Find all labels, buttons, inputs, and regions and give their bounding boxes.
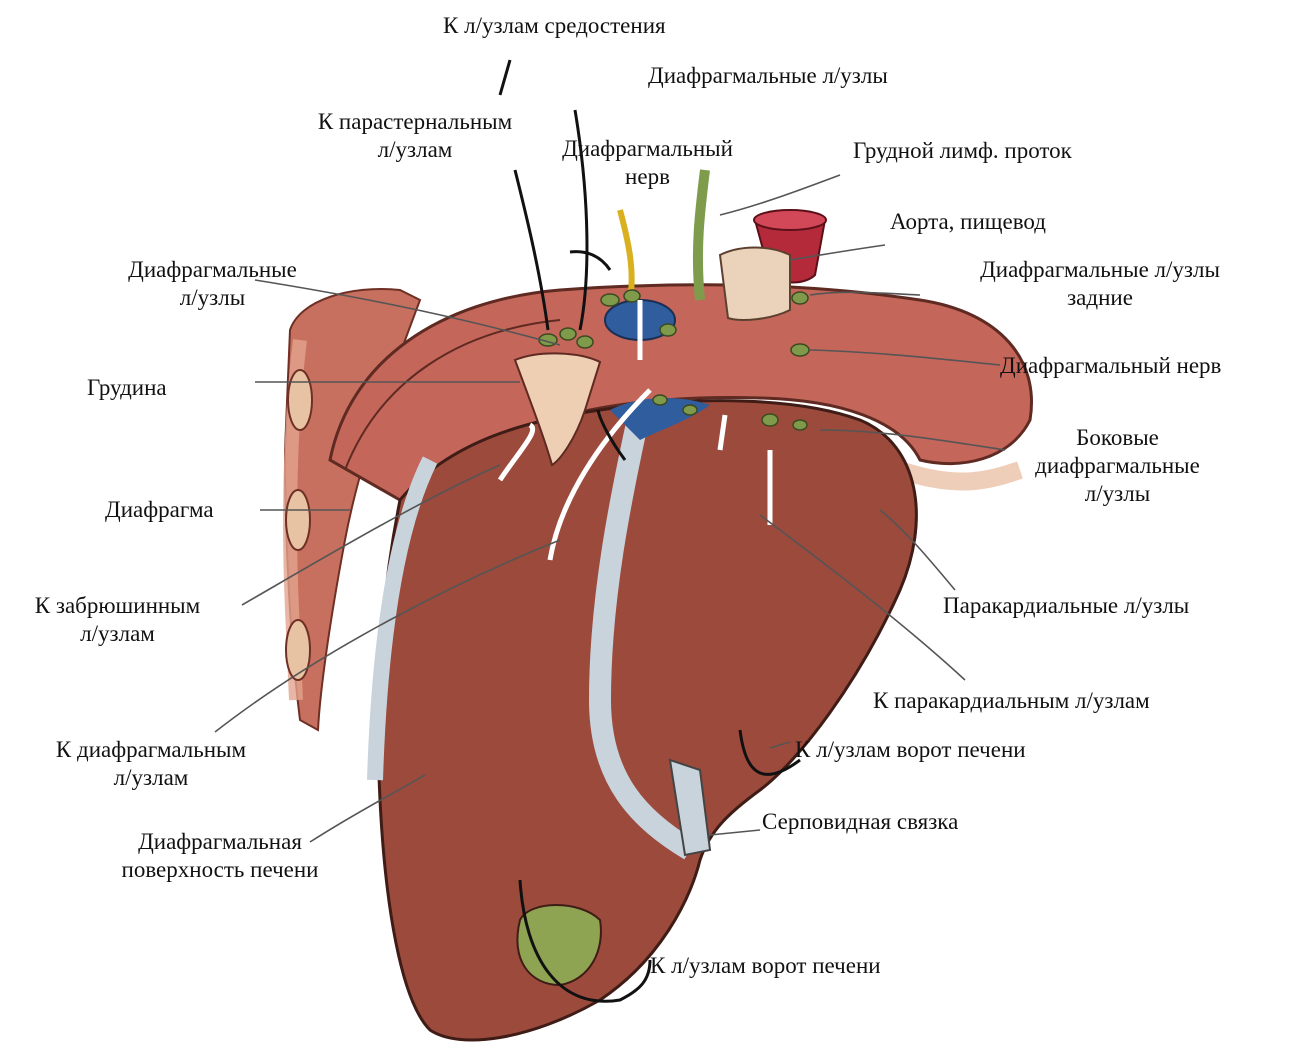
label-porta-hepatis-1: К л/узлам ворот печени [795,736,1026,764]
label-lateral-nodes-line2: диафрагмальные [1000,452,1235,480]
label-parasternal-line2: л/узлам [290,136,540,164]
label-diaphragmatic-surface-line1: Диафрагмальная [95,828,345,856]
label-posterior-nodes-line1: Диафрагмальные л/узлы [940,256,1260,284]
label-parasternal: К парастернальным л/узлам [290,108,540,164]
label-diaphragmatic-surface: Диафрагмальная поверхность печени [95,828,345,884]
label-to-diaphragm-nodes-line2: л/узлам [20,764,282,792]
label-retroperitoneal: К забрюшинным л/узлам [5,592,230,648]
label-parasternal-line1: К парастернальным [290,108,540,136]
label-retroperitoneal-line1: К забрюшинным [5,592,230,620]
label-lateral-nodes-line3: л/узлы [1000,480,1235,508]
label-phrenic-nerve-top-line2: нерв [535,163,760,191]
label-to-diaphragm-nodes-line1: К диафрагмальным [20,736,282,764]
label-to-paracardial: К паракардиальным л/узлам [873,687,1150,715]
label-mediastinum: К л/узлам средостения [443,12,666,40]
label-phrenic-nerve-right: Диафрагмальный нерв [1000,352,1221,380]
label-thoracic-duct: Грудной лимф. проток [853,137,1072,165]
label-sternum: Грудина [87,374,167,402]
label-to-diaphragm-nodes: К диафрагмальным л/узлам [20,736,282,792]
label-diaphragm: Диафрагма [105,496,214,524]
label-diaphragm-nodes-left-line1: Диафрагмальные [95,256,330,284]
liver [375,401,916,1040]
label-retroperitoneal-line2: л/узлам [5,620,230,648]
label-lateral-nodes: Боковые диафрагмальные л/узлы [1000,424,1235,508]
label-diaphragm-nodes-left-line2: л/узлы [95,284,330,312]
label-phrenic-nerve-top-line1: Диафрагмальный [535,135,760,163]
label-posterior-nodes: Диафрагмальные л/узлы задние [940,256,1260,312]
label-posterior-nodes-line2: задние [940,284,1260,312]
label-diaphragm-nodes-left: Диафрагмальные л/узлы [95,256,330,312]
label-diaphragmatic-surface-line2: поверхность печени [95,856,345,884]
label-falciform-ligament: Серповидная связка [762,808,958,836]
label-porta-hepatis-2: К л/узлам ворот печени [650,952,881,980]
label-lateral-nodes-line1: Боковые [1000,424,1235,452]
label-phrenic-nerve-top: Диафрагмальный нерв [535,135,760,191]
label-diaphragm-nodes-top: Диафрагмальные л/узлы [648,62,888,90]
label-aorta-esophagus: Аорта, пищевод [890,208,1046,236]
label-paracardial-nodes: Паракардиальные л/узлы [943,592,1189,620]
